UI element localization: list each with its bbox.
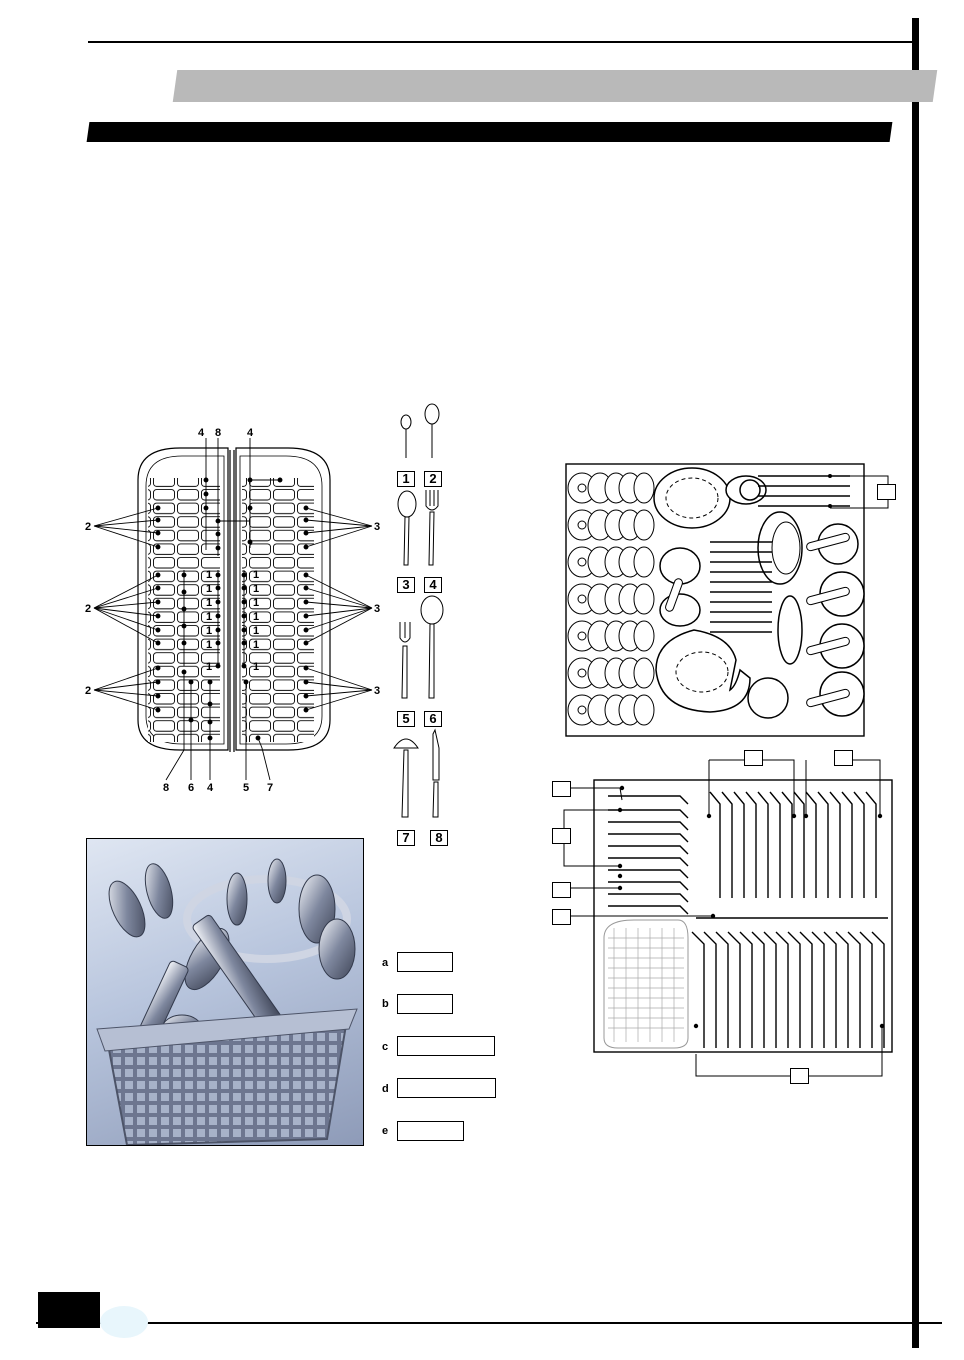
upper-rack-callout-box xyxy=(877,484,896,500)
basket-label-right-3a: 3 xyxy=(374,521,380,533)
basket-label-left-2c: 2 xyxy=(85,685,91,697)
cutlery-legend-6: 6 xyxy=(424,711,442,727)
basket-label-1: 1 xyxy=(206,639,212,651)
cutlery-legend-7: 7 xyxy=(397,830,415,846)
subsection-banner xyxy=(86,122,893,142)
legend-box-c xyxy=(397,1036,495,1056)
basket-label-left-2b: 2 xyxy=(85,603,91,615)
lower-rack-callout-box-left-1 xyxy=(552,781,571,797)
basket-label-bottom-8: 8 xyxy=(163,782,169,794)
basket-label-left-2a: 2 xyxy=(85,521,91,533)
cutlery-legend-3: 3 xyxy=(397,577,415,593)
cutlery-legend-4: 4 xyxy=(424,577,442,593)
legend-letter-c: c xyxy=(382,1041,389,1053)
basket-label-1: 1 xyxy=(253,583,259,595)
footer-decoration xyxy=(100,1306,148,1338)
basket-label-top-8: 8 xyxy=(215,427,221,439)
legend-box-e xyxy=(397,1121,464,1141)
basket-label-top-4: 4 xyxy=(198,427,205,439)
legend-box-d xyxy=(397,1078,496,1098)
section-banner xyxy=(172,70,938,102)
page-number-tab xyxy=(38,1292,100,1328)
cutlery-items-illustration xyxy=(393,403,444,818)
basket-label-1: 1 xyxy=(206,597,212,609)
legend-box-b xyxy=(397,994,453,1014)
basket-label-1: 1 xyxy=(253,597,259,609)
cutlery-legend-1: 1 xyxy=(397,471,415,487)
basket-label-1: 1 xyxy=(253,625,259,637)
lower-rack-callout-box-top-right xyxy=(834,750,853,766)
cutlery-legend-5: 5 xyxy=(397,711,415,727)
cutlery-basket-diagram: 4 8 4 2 2 2 3 3 3 1 1 1 1 1 1 1 1 1 1 1 … xyxy=(85,427,380,794)
cutlery-legend-2: 2 xyxy=(424,471,442,487)
basket-label-1: 1 xyxy=(206,611,212,623)
basket-label-1: 1 xyxy=(206,625,212,637)
basket-label-top-4b: 4 xyxy=(247,427,254,439)
header-rule xyxy=(88,41,914,43)
lower-rack-callout-box-bottom xyxy=(790,1068,809,1084)
basket-label-1: 1 xyxy=(253,611,259,623)
basket-label-1: 1 xyxy=(206,583,212,595)
basket-photo-illustration xyxy=(96,858,358,1145)
legend-letter-e: e xyxy=(382,1125,389,1137)
legend-letter-d: d xyxy=(382,1083,389,1095)
loaded-cutlery-basket-photo xyxy=(86,838,364,1146)
basket-label-bottom-6: 6 xyxy=(188,782,194,794)
basket-label-1: 1 xyxy=(206,569,212,581)
legend-box-a xyxy=(397,952,453,972)
lower-rack-diagram xyxy=(563,759,893,1077)
basket-label-1: 1 xyxy=(253,639,259,651)
lower-rack-callout-box-top-left xyxy=(744,750,763,766)
lower-rack-callout-box-left-3 xyxy=(552,882,571,898)
basket-label-bottom-5: 5 xyxy=(243,782,249,794)
upper-rack-diagram xyxy=(565,463,889,737)
lower-rack-callout-box-left-4 xyxy=(552,909,571,925)
basket-label-right-3c: 3 xyxy=(374,685,380,697)
basket-label-1: 1 xyxy=(253,661,259,673)
basket-label-bottom-7: 7 xyxy=(267,782,273,794)
footer-rule xyxy=(36,1322,942,1324)
basket-label-bottom-4: 4 xyxy=(207,782,214,794)
cutlery-legend-8: 8 xyxy=(430,830,448,846)
lower-rack-callout-box-left-2 xyxy=(552,828,571,844)
basket-label-1: 1 xyxy=(253,569,259,581)
basket-label-right-3b: 3 xyxy=(374,603,380,615)
legend-letter-a: a xyxy=(382,957,389,969)
right-margin-bar xyxy=(912,18,919,1348)
basket-label-1: 1 xyxy=(206,661,212,673)
legend-letter-b: b xyxy=(382,998,389,1010)
